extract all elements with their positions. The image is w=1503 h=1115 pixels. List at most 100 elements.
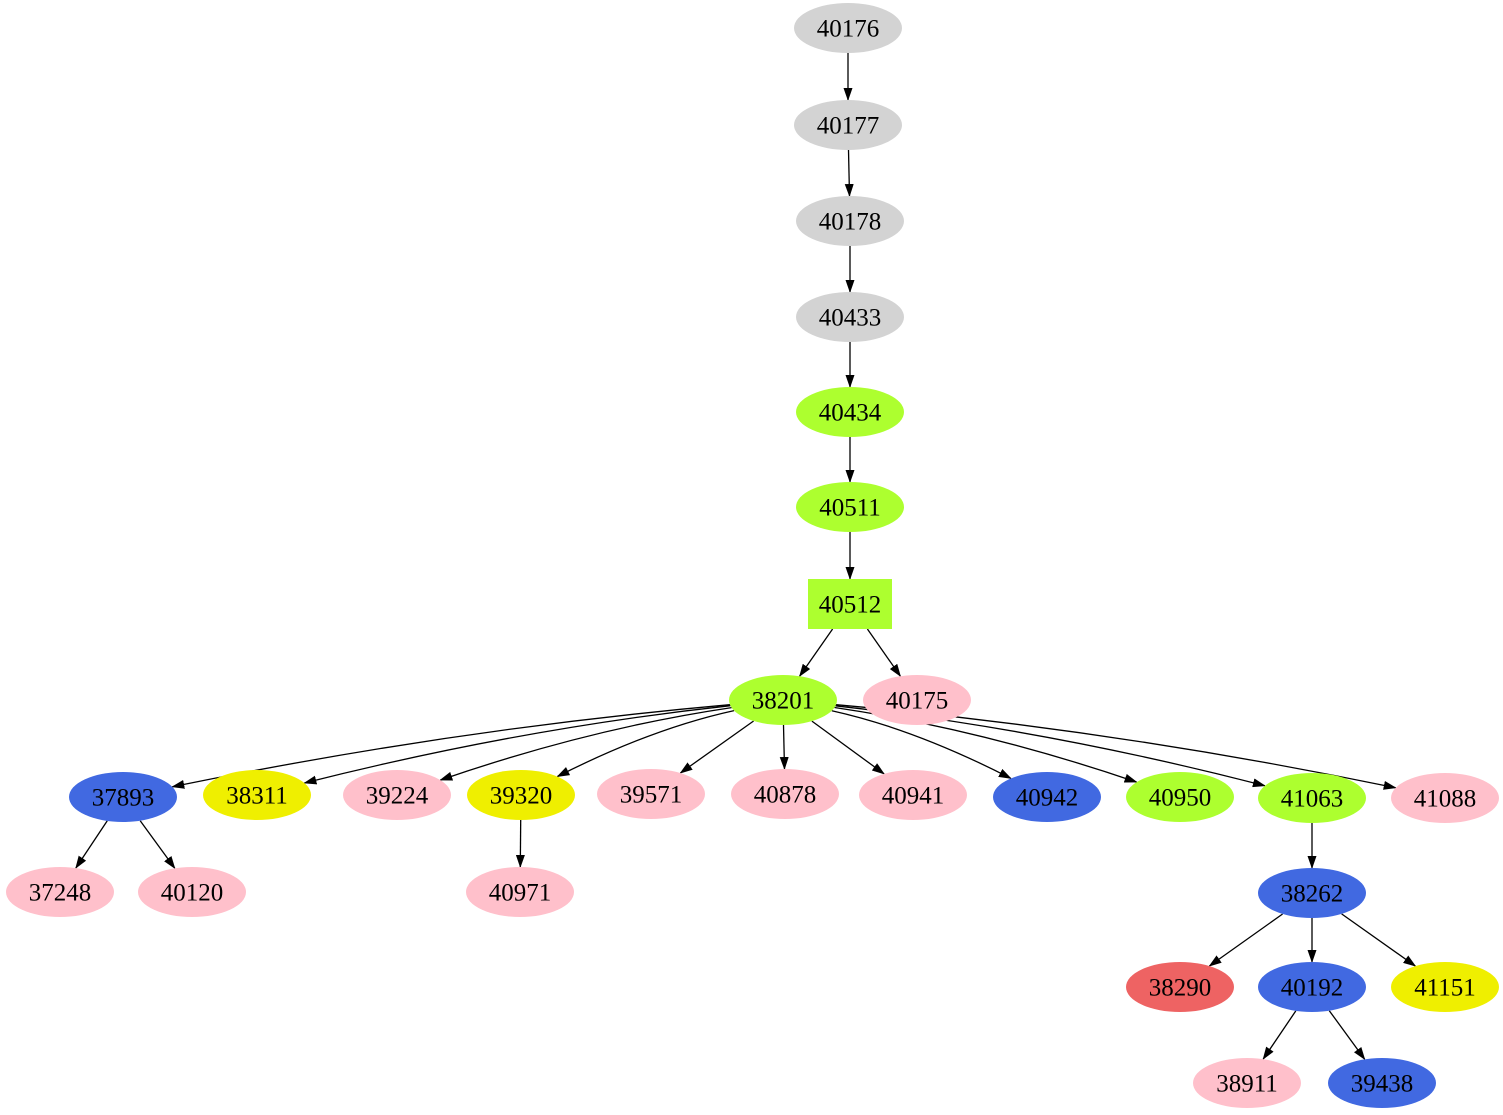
node-shape-ellipse — [1258, 962, 1366, 1012]
node-39224: 39224 — [343, 770, 451, 820]
node-shape-ellipse — [796, 482, 904, 532]
edge-38201-40941 — [811, 720, 885, 775]
node-shape-ellipse — [863, 675, 971, 725]
node-40177: 40177 — [794, 100, 902, 150]
edge-40192-39438 — [1328, 1010, 1366, 1061]
nodes-layer: 40176 40177 40178 40433 40434 40511 40512 38201… — [6, 3, 1499, 1108]
node-40178: 40178 — [796, 196, 904, 246]
node-label: 40176 — [817, 16, 880, 43]
node-shape-ellipse — [1193, 1058, 1301, 1108]
node-label: 41151 — [1414, 975, 1476, 1002]
node-38911: 38911 — [1193, 1058, 1301, 1108]
node-label: 41063 — [1281, 786, 1344, 813]
node-label: 40177 — [817, 113, 880, 140]
edge-37893-40120 — [139, 820, 176, 870]
node-41063: 41063 — [1258, 773, 1366, 823]
node-shape-ellipse — [343, 770, 451, 820]
node-label: 40950 — [1149, 785, 1212, 812]
node-label: 38311 — [226, 783, 288, 810]
node-label: 37248 — [29, 880, 92, 907]
node-shape-ellipse — [597, 769, 705, 819]
node-40120: 40120 — [138, 867, 246, 917]
node-label: 40942 — [1016, 785, 1079, 812]
node-shape-ellipse — [1126, 772, 1234, 822]
node-label: 38911 — [1216, 1071, 1278, 1098]
edge-38201-38311 — [303, 705, 731, 785]
node-label: 38290 — [1149, 975, 1212, 1002]
node-shape-ellipse — [993, 772, 1101, 822]
edge-38262-41151 — [1341, 913, 1417, 967]
node-label: 40878 — [754, 782, 817, 809]
node-41088: 41088 — [1391, 773, 1499, 823]
node-label: 40178 — [819, 209, 882, 236]
node-shape-ellipse — [6, 867, 114, 917]
edge-38201-40942 — [831, 710, 1012, 779]
node-label: 37893 — [92, 785, 155, 812]
node-40878: 40878 — [731, 769, 839, 819]
node-41151: 41151 — [1391, 962, 1499, 1012]
node-label: 40971 — [489, 880, 552, 907]
node-40942: 40942 — [993, 772, 1101, 822]
node-label: 39571 — [620, 782, 683, 809]
edge-38262-38290 — [1208, 913, 1283, 967]
node-shape-ellipse — [794, 3, 902, 53]
node-40175: 40175 — [863, 675, 971, 725]
node-shape-ellipse — [1258, 868, 1366, 918]
node-39571: 39571 — [597, 769, 705, 819]
node-40192: 40192 — [1258, 962, 1366, 1012]
node-38311: 38311 — [203, 770, 311, 820]
node-label: 39438 — [1351, 1071, 1414, 1098]
node-40971: 40971 — [466, 867, 574, 917]
node-label: 39320 — [490, 783, 553, 810]
node-shape-ellipse — [69, 772, 177, 822]
node-label: 38201 — [752, 688, 815, 715]
node-40941: 40941 — [859, 770, 967, 820]
edge-38201-39320 — [556, 709, 735, 778]
node-39320: 39320 — [467, 770, 575, 820]
node-40434: 40434 — [796, 387, 904, 437]
node-shape-ellipse — [467, 770, 575, 820]
node-40433: 40433 — [796, 292, 904, 342]
node-label: 38262 — [1281, 881, 1344, 908]
edge-38201-40878 — [779, 724, 789, 770]
edge-38201-39571 — [679, 720, 754, 774]
edges-layer — [75, 53, 1417, 1061]
node-37248: 37248 — [6, 867, 114, 917]
node-label: 40175 — [886, 688, 949, 715]
node-40176: 40176 — [794, 3, 902, 53]
edge-37893-37248 — [75, 820, 108, 869]
node-38290: 38290 — [1126, 962, 1234, 1012]
node-shape-ellipse — [1391, 962, 1499, 1012]
node-shape-ellipse — [796, 292, 904, 342]
node-shape-ellipse — [1328, 1058, 1436, 1108]
node-shape-rect — [808, 579, 892, 629]
node-shape-ellipse — [859, 770, 967, 820]
node-shape-ellipse — [138, 867, 246, 917]
node-shape-ellipse — [1258, 773, 1366, 823]
node-38201: 38201 — [729, 675, 837, 725]
node-label: 40512 — [819, 592, 882, 619]
edge-38201-39224 — [439, 706, 732, 781]
node-label: 40192 — [1281, 975, 1344, 1002]
node-shape-ellipse — [731, 769, 839, 819]
node-shape-ellipse — [466, 867, 574, 917]
node-shape-ellipse — [203, 770, 311, 820]
node-shape-ellipse — [1126, 962, 1234, 1012]
node-38262: 38262 — [1258, 868, 1366, 918]
node-shape-ellipse — [794, 100, 902, 150]
node-label: 39224 — [366, 783, 429, 810]
node-shape-ellipse — [1391, 773, 1499, 823]
edge-40512-40175 — [866, 628, 901, 678]
edge-40192-38911 — [1262, 1010, 1297, 1060]
node-37893: 37893 — [69, 772, 177, 822]
node-label: 40511 — [819, 495, 881, 522]
node-shape-ellipse — [729, 675, 837, 725]
node-40950: 40950 — [1126, 772, 1234, 822]
edge-40512-38201 — [799, 628, 834, 678]
node-shape-ellipse — [796, 387, 904, 437]
node-40511: 40511 — [796, 482, 904, 532]
node-label: 41088 — [1414, 786, 1477, 813]
node-label: 40120 — [161, 880, 224, 907]
